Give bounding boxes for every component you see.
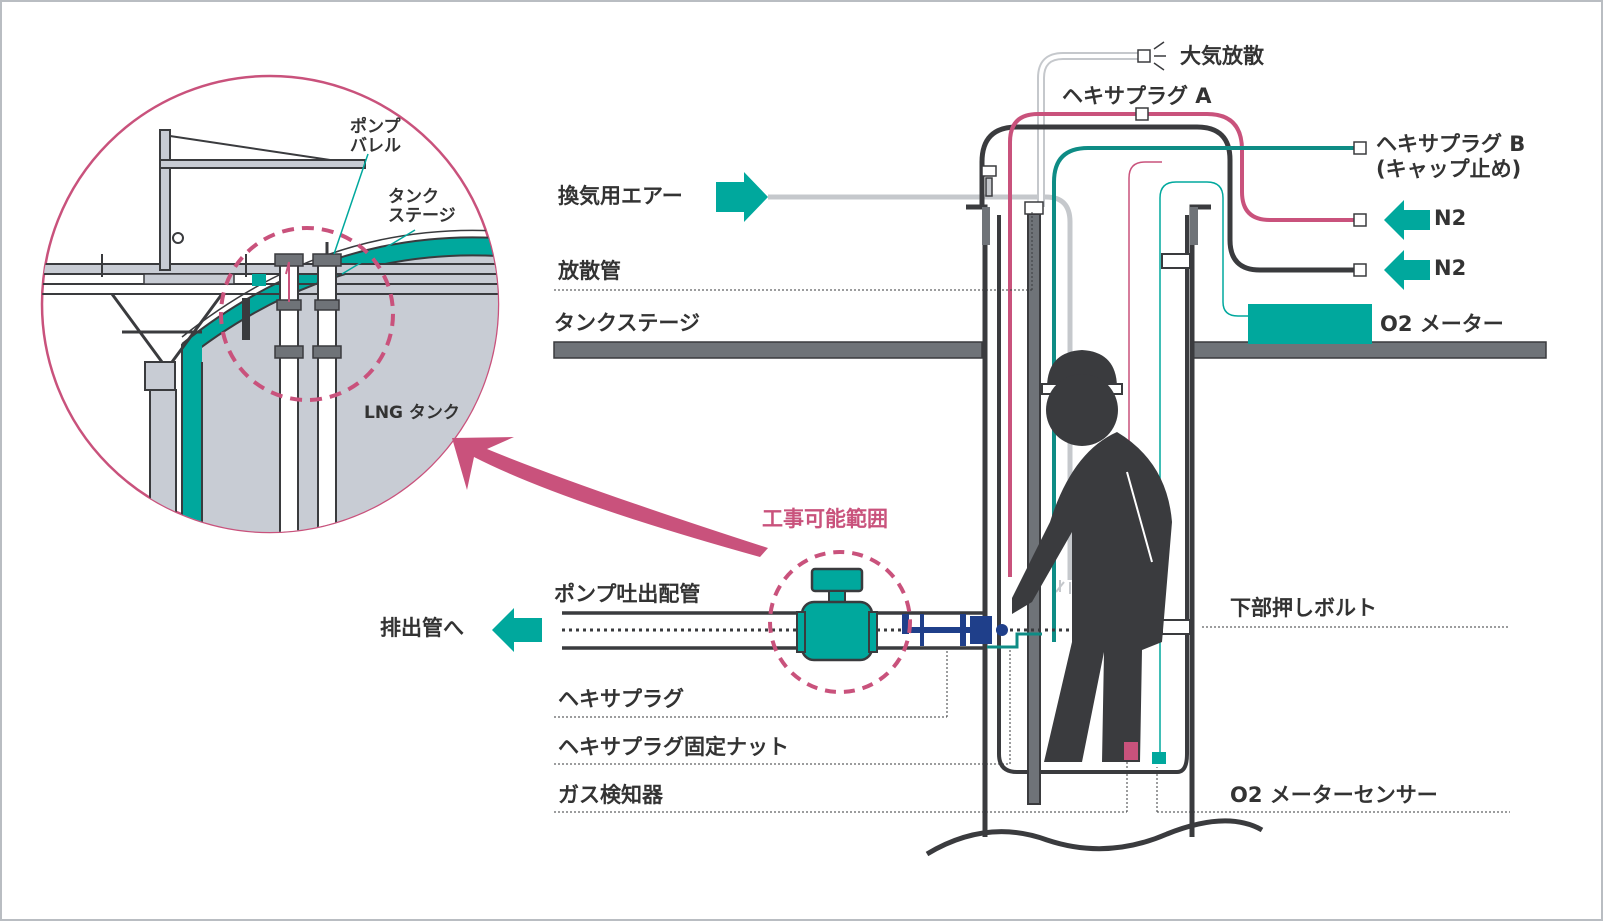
label-hexa-plug-a: ヘキサプラグ A	[1062, 84, 1212, 108]
label-tank-stage: タンクステージ	[554, 311, 700, 335]
label-hexa-plug: ヘキサプラグ	[558, 687, 684, 711]
vent-outlet	[1137, 49, 1151, 63]
pump-column	[1027, 213, 1041, 805]
n2-lower-port	[1353, 263, 1367, 277]
inset-label-pump-barrel: ポンプ バレル	[350, 117, 401, 157]
inset-work-area-ring	[219, 226, 395, 402]
inset-stage-beam	[42, 263, 498, 275]
to-discharge-arrow	[492, 608, 542, 652]
label-atmo-release: 大気放散	[1180, 44, 1264, 68]
ventilation-air-arrow	[716, 172, 768, 222]
inset-detail	[40, 74, 500, 534]
hexa-plug-b-line	[1052, 146, 1354, 642]
n2-lower-line	[979, 124, 1354, 273]
label-lower-push-bolt: 下部押しボルト	[1230, 596, 1377, 620]
inset-support-column	[149, 389, 177, 532]
leader-lines	[554, 212, 1510, 813]
lower-push-bolt	[1161, 619, 1191, 635]
label-hexa-plug-b-note: (キャップ止め)	[1376, 157, 1522, 181]
label-pump-discharge-pipe: ポンプ吐出配管	[554, 582, 701, 606]
inset-label-lng-tank: LNG タンク	[364, 403, 460, 423]
barrel-inner-well	[997, 215, 1189, 774]
label-to-discharge-pipe: 排出管へ	[380, 616, 464, 640]
label-hexa-plug-b: ヘキサプラグ B	[1376, 132, 1526, 156]
label-ventilation-air: 換気用エアー	[558, 184, 683, 208]
o2-sensor-line	[1159, 181, 1248, 757]
tank-stage-leader	[341, 229, 416, 275]
upper-push-bolt	[1161, 253, 1191, 269]
tank-stage-beam-right	[1191, 341, 1547, 359]
inset-label-tank-stage: タンク ステージ	[388, 187, 456, 227]
ground-line	[925, 818, 1264, 857]
pump-barrel-leader	[333, 153, 369, 255]
n2-lower-arrow	[1384, 250, 1430, 290]
worker-figure	[1012, 350, 1172, 762]
gas-detector	[1124, 742, 1138, 760]
n2-upper-port	[1353, 213, 1367, 227]
label-construction-range: 工事可能範囲	[762, 507, 888, 531]
o2-meter-box	[1248, 304, 1372, 344]
label-n2-lower: N2	[1434, 256, 1467, 280]
label-n2-upper: N2	[1434, 206, 1467, 230]
tank-stage-beam-left	[553, 341, 983, 359]
label-vent-pipe: 放散管	[558, 259, 621, 283]
label-hexa-plug-nut: ヘキサプラグ固定ナット	[558, 735, 789, 759]
label-gas-detector: ガス検知器	[558, 783, 663, 807]
n2-upper-arrow	[1384, 200, 1430, 240]
pump-valve-body	[800, 600, 874, 662]
label-o2-sensor: O2 メーターセンサー	[1230, 783, 1438, 807]
inset-crane-post	[159, 129, 171, 271]
callout-arrow	[452, 437, 768, 557]
gas-detector-line	[1128, 161, 1162, 757]
construction-range-ring	[768, 550, 912, 694]
n2-upper-line	[1008, 112, 1354, 577]
hexa-plug-b-port	[1353, 141, 1367, 155]
pump-valve-top	[810, 567, 864, 593]
hexa-plug-fitting	[902, 614, 1008, 646]
air-valve	[981, 165, 997, 177]
o2-meter-sensor	[1152, 752, 1166, 764]
hexa-plug-a-port	[1135, 107, 1149, 121]
label-o2-meter: O2 メーター	[1380, 312, 1504, 336]
inset-small-valve	[252, 274, 266, 286]
